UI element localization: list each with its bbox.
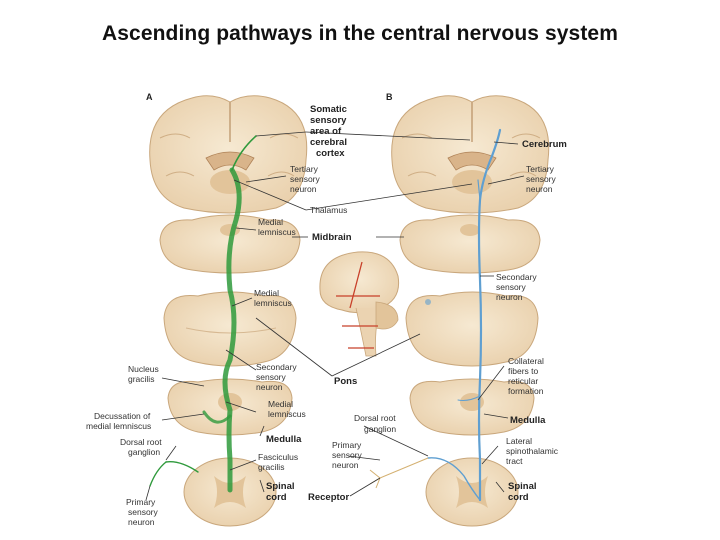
label-primary-a-2: sensory [128,507,159,517]
label-medial-lemniscus-3b: lemniscus [268,409,306,419]
ascending-pathways-diagram: A [86,92,567,527]
label-tertiary-b-1: Tertiary [526,164,555,174]
label-somatic-5: cortex [316,148,345,159]
label-dorsal-root-b-1: Dorsal root [354,413,396,423]
label-lateral-2: spinothalamic [506,446,559,456]
label-dorsal-root-a-2: ganglion [128,447,160,457]
label-tertiary-a-1: Tertiary [290,164,319,174]
label-spinal-b-2: cord [508,492,529,503]
label-fasciculus-1: Fasciculus [258,452,298,462]
panel-a-letter: A [146,92,153,102]
pons-section-a [163,291,297,367]
label-spinal-a-1: Spinal [266,481,295,492]
label-lateral-3: tract [506,456,523,466]
label-secondary-b-2: sensory [496,282,527,292]
label-midbrain: Midbrain [312,232,352,243]
label-collateral-3: reticular [508,376,538,386]
label-nucleus-2: gracilis [128,374,154,384]
label-thalamus: Thalamus [310,205,347,215]
page-title: Ascending pathways in the central nervou… [102,22,618,45]
sagittal-brain-diagram [319,251,400,357]
receptor-nerve [369,457,429,489]
label-decussation-1: Decussation of [94,411,151,421]
label-somatic-1: Somatic [310,104,347,115]
label-medial-lemniscus-1a: Medial [258,217,283,227]
label-somatic-3: area of [310,126,342,137]
label-primary-a-1: Primary [126,497,156,507]
label-pons: Pons [334,376,357,387]
label-primary-b-3: neuron [332,460,359,470]
green-pathway-a [149,135,257,493]
label-tertiary-b-2: sensory [526,174,557,184]
label-spinal-a-2: cord [266,492,287,503]
label-secondary-b-3: neuron [496,292,523,302]
label-primary-b-1: Primary [332,440,362,450]
label-receptor: Receptor [308,492,349,503]
medulla-section-b [409,378,535,436]
cerebrum-section-a [149,95,308,214]
label-cerebrum: Cerebrum [522,139,567,150]
label-collateral-4: formation [508,386,544,396]
leader-lines [145,131,525,501]
label-medial-lemniscus-1b: lemniscus [258,227,296,237]
label-nucleus-1: Nucleus [128,364,159,374]
label-dorsal-root-a-1: Dorsal root [120,437,162,447]
label-medulla-a: Medulla [266,434,302,445]
label-collateral-1: Collateral [508,356,544,366]
label-collateral-2: fibers to [508,366,539,376]
label-primary-b-2: sensory [332,450,363,460]
label-secondary-a-1: Secondary [256,362,297,372]
label-medial-lemniscus-2b: lemniscus [254,298,292,308]
label-fasciculus-2: gracilis [258,462,284,472]
blue-pathway-b [427,128,502,502]
label-lateral-1: Lateral [506,436,532,446]
label-somatic-2: sensory [310,115,347,126]
label-tertiary-a-3: neuron [290,184,317,194]
label-dorsal-root-b-2: ganglion [364,424,396,434]
label-secondary-a-2: sensory [256,372,287,382]
label-somatic-4: cerebral [310,137,347,148]
label-secondary-b-1: Secondary [496,272,537,282]
label-primary-a-3: neuron [128,517,155,527]
label-medial-lemniscus-2a: Medial [254,288,279,298]
label-spinal-b-1: Spinal [508,481,537,492]
panel-b: B [369,92,550,527]
label-medial-lemniscus-3a: Medial [268,399,293,409]
label-tertiary-b-3: neuron [526,184,553,194]
label-secondary-a-3: neuron [256,382,283,392]
spinal-cord-section-b [425,457,519,527]
midbrain-section-b [399,214,541,274]
cerebrum-section-b [391,95,550,214]
label-medulla-b: Medulla [510,415,546,426]
panel-b-letter: B [386,92,393,102]
panel-a: A [146,92,308,527]
pons-section-b [405,291,539,367]
label-tertiary-a-2: sensory [290,174,321,184]
label-decussation-2: medial lemniscus [86,421,151,431]
labels: Somatic sensory area of cerebral cortex … [86,104,567,527]
